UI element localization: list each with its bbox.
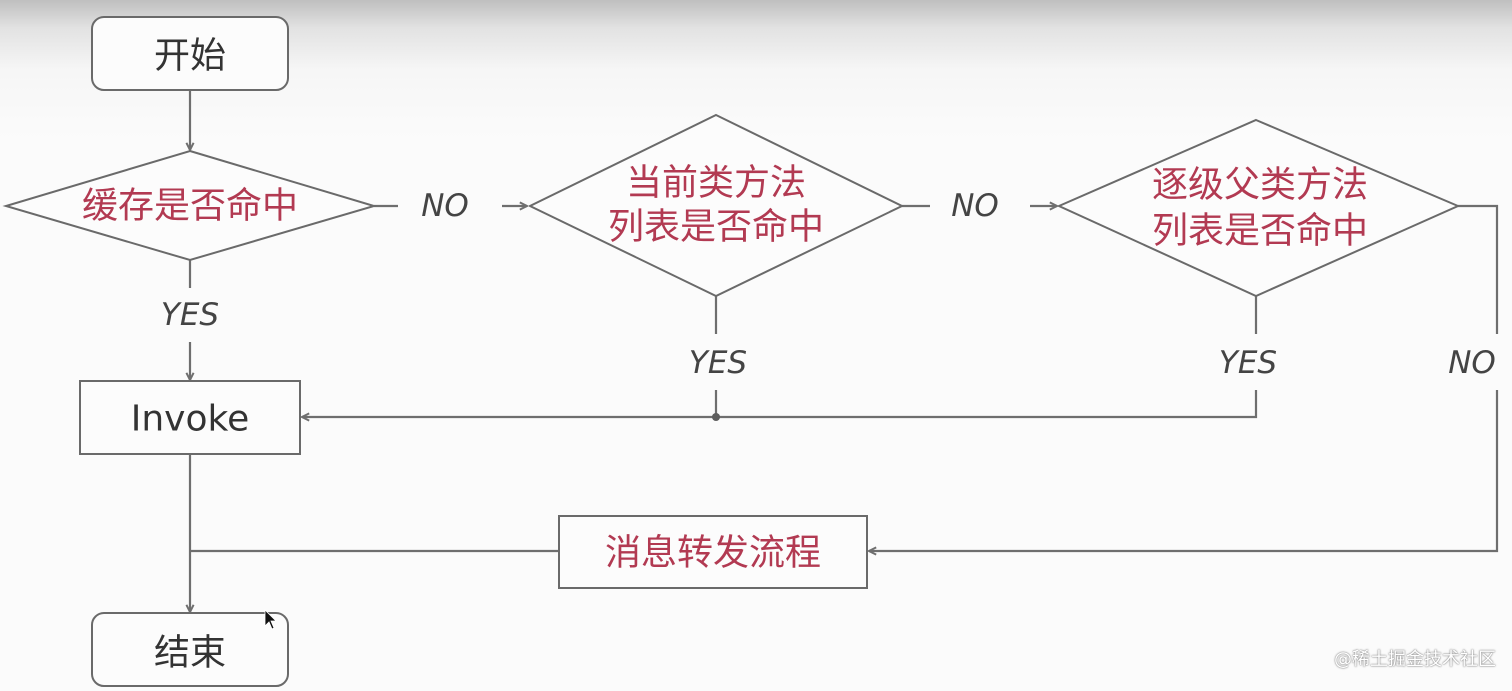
watermark: @稀土掘金技术社区 [1334,649,1496,670]
current-class-decision: 当前类方法 列表是否命中 [527,113,905,298]
start-node: 开始 [91,16,289,91]
edge-label-no-3: NO [1448,345,1496,381]
invoke-label: Invoke [131,399,249,440]
mouse-cursor-icon [264,609,277,630]
parent-class-label-line2: 列表是否命中 [1152,211,1368,252]
invoke-node: Invoke [79,380,301,455]
edge-label-yes-2: YES [689,345,747,381]
end-label: 结束 [154,633,226,674]
edge-label-no-2: NO [951,188,999,224]
edge-label-no-1: NO [421,188,469,224]
current-class-label-line2: 列表是否命中 [608,207,824,248]
edge-parent-no-top [1458,204,1499,334]
edge-parent-no-to-forwarding [869,390,1499,551]
start-label: 开始 [154,36,226,77]
current-class-label-line1: 当前类方法 [626,163,806,204]
parent-class-decision: 逐级父类方法 列表是否命中 [1056,118,1461,298]
connectors [190,90,1499,612]
forwarding-label: 消息转发流程 [605,533,821,574]
cache-hit-label: 缓存是否命中 [82,186,298,227]
parent-class-label-line1: 逐级父类方法 [1152,165,1368,206]
end-node: 结束 [91,612,289,687]
junction-dot [712,413,720,421]
edge-parent-yes-to-invoke [302,390,1258,417]
edge-label-yes-1: YES [161,297,219,333]
edge-label-yes-3: YES [1219,345,1277,381]
cache-hit-decision: 缓存是否命中 [2,149,378,262]
forwarding-node: 消息转发流程 [558,515,868,589]
